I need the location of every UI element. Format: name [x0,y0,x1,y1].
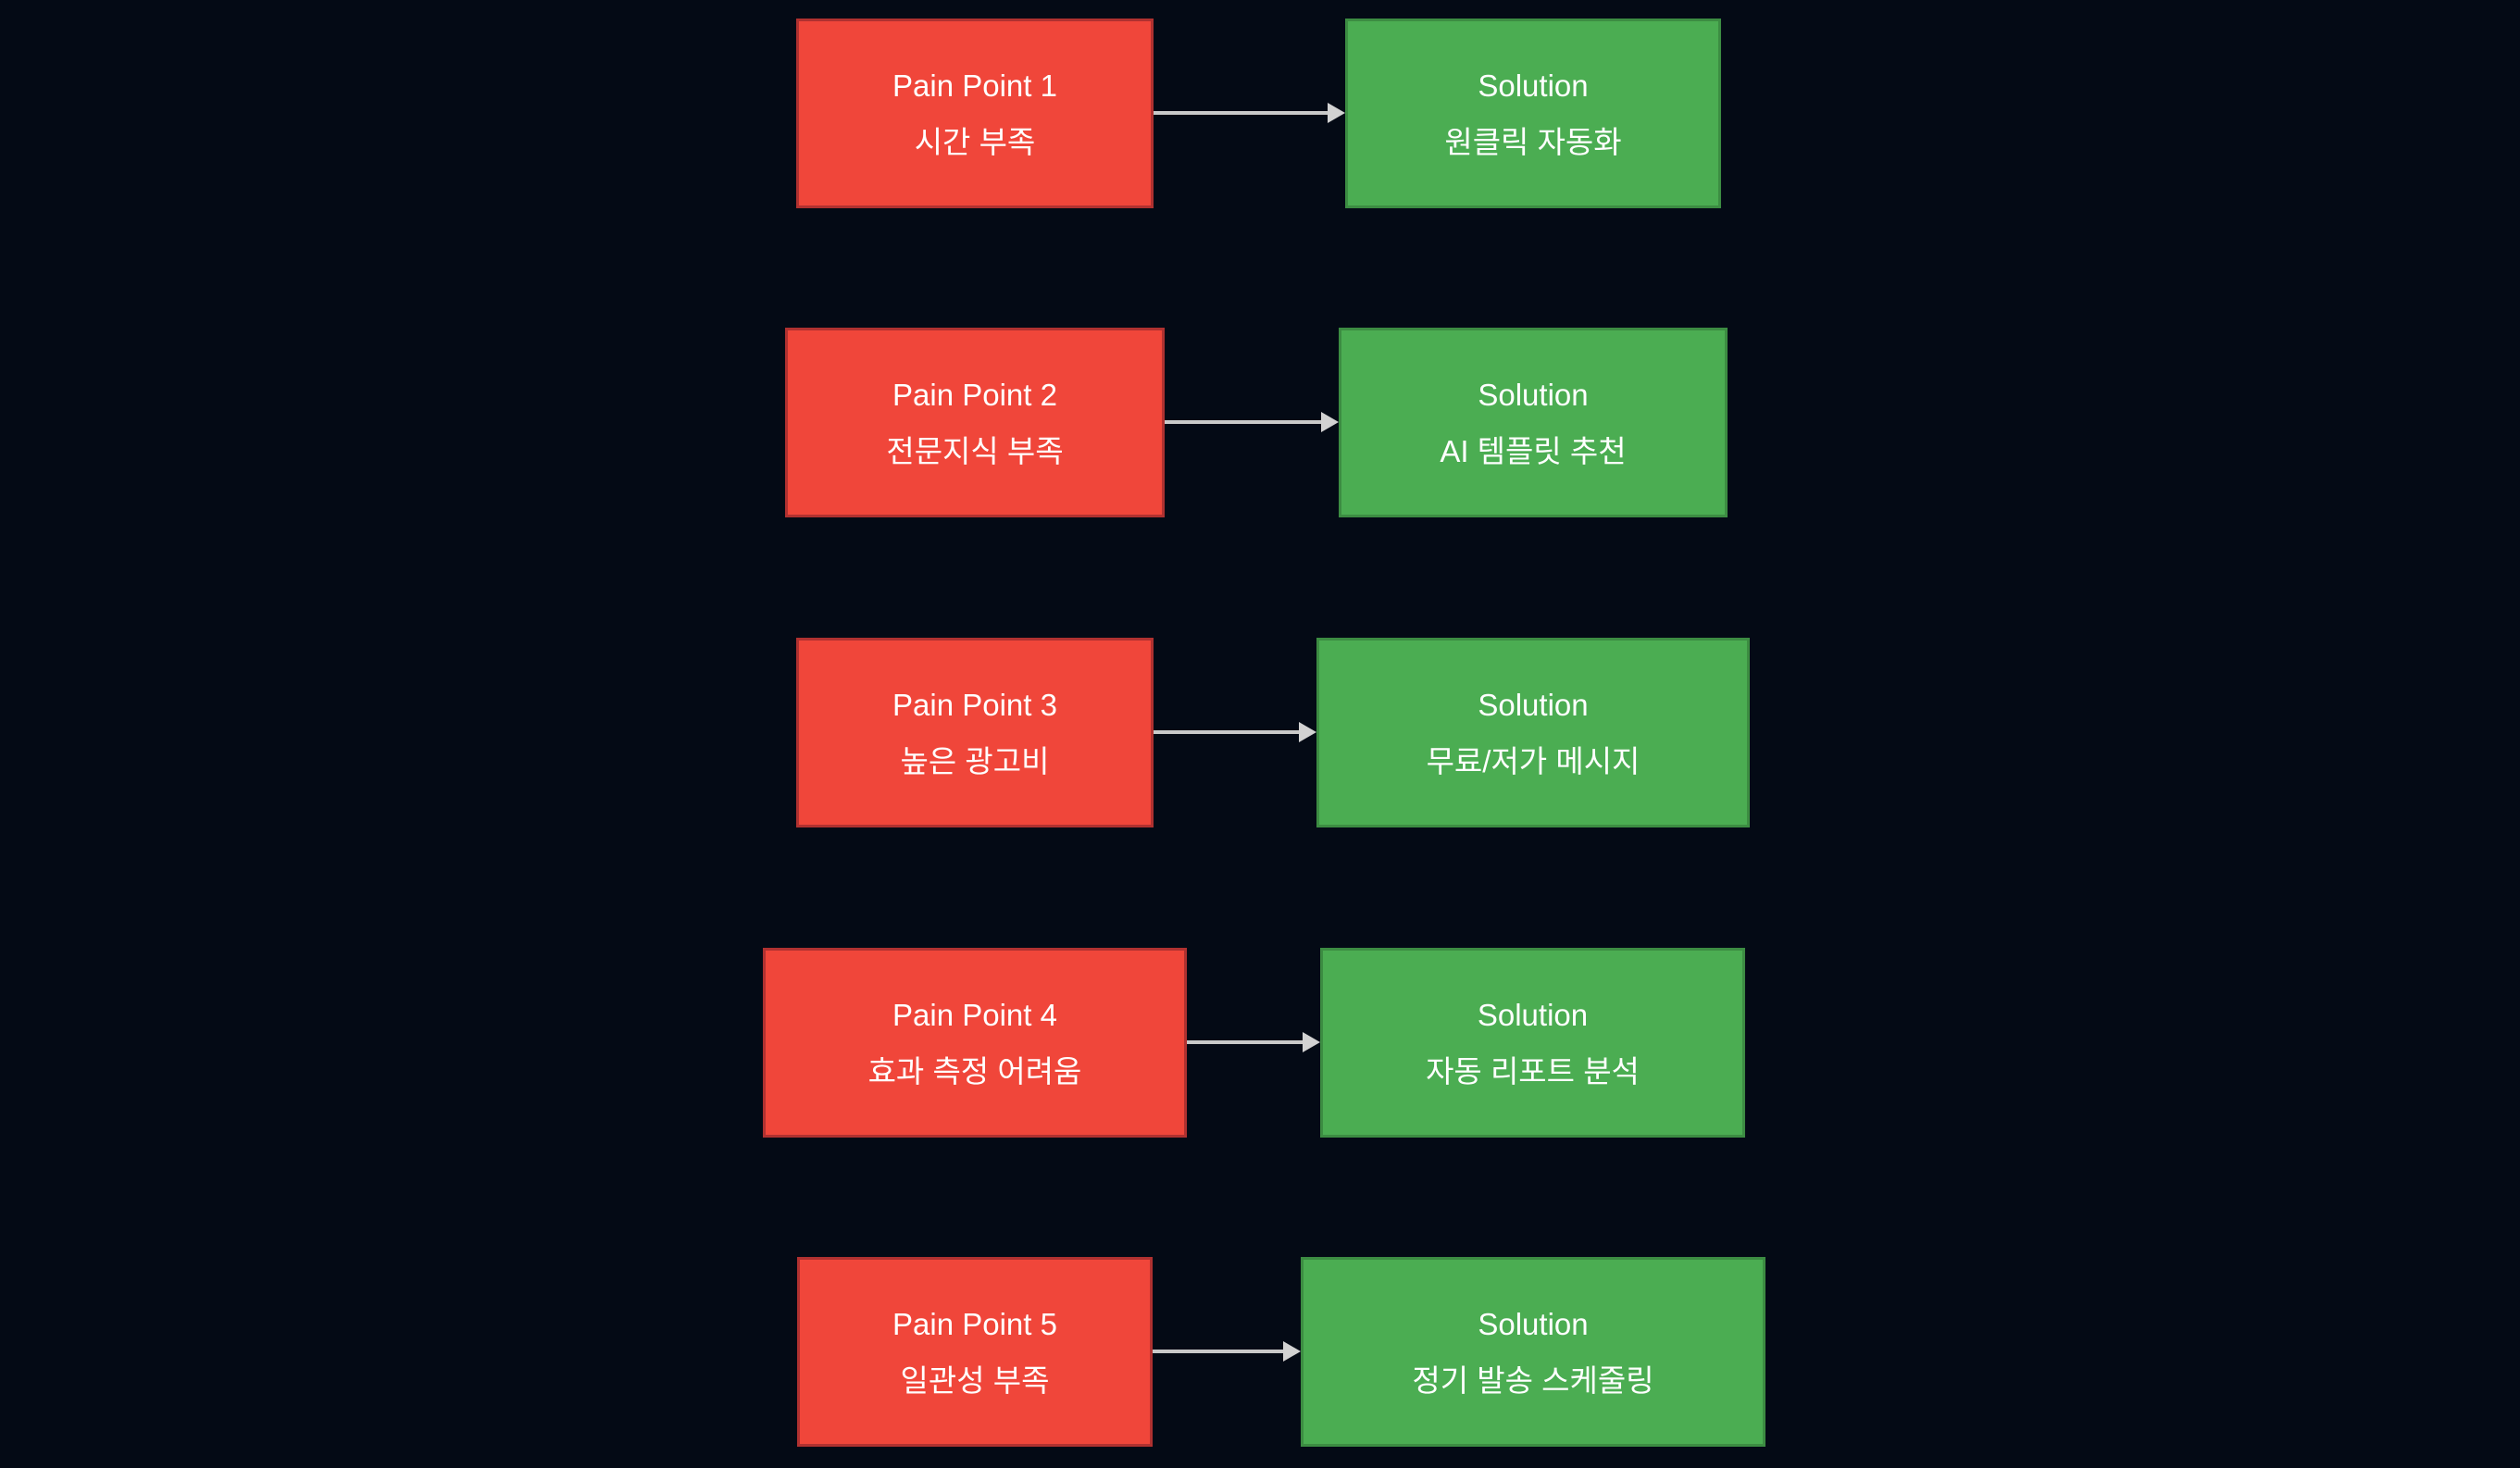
solution-4-node: Solution 자동 리포트 분석 [1320,948,1745,1138]
pain-point-4-node: Pain Point 4 효과 측정 어려움 [763,948,1187,1138]
pain-point-title: Pain Point 5 [892,1306,1057,1341]
arrow-line [1187,1040,1304,1044]
pain-point-subtitle: 일관성 부족 [900,1362,1050,1398]
solution-subtitle: 원클릭 자동화 [1444,124,1622,159]
solution-title: Solution [1477,997,1589,1032]
arrow-line [1153,1350,1285,1353]
arrow-line [1165,420,1323,424]
pain-point-subtitle: 높은 광고비 [900,743,1050,778]
solution-subtitle: 정기 발송 스케줄링 [1412,1362,1654,1398]
solution-subtitle: 자동 리포트 분석 [1426,1053,1640,1089]
diagram-row: Pain Point 3 높은 광고비 Solution 무료/저가 메시지 [0,638,2520,827]
solution-subtitle: AI 템플릿 추천 [1440,433,1627,468]
pain-point-3-node: Pain Point 3 높은 광고비 [796,638,1154,827]
flow-arrow [1153,1341,1301,1362]
pain-point-5-node: Pain Point 5 일관성 부족 [797,1257,1153,1447]
diagram-row: Pain Point 4 효과 측정 어려움 Solution 자동 리포트 분… [0,948,2520,1138]
flow-arrow [1187,1032,1320,1052]
solution-2-node: Solution AI 템플릿 추천 [1339,328,1728,517]
pain-point-title: Pain Point 4 [892,997,1057,1032]
diagram-row: Pain Point 1 시간 부족 Solution 원클릭 자동화 [0,19,2520,208]
solution-3-node: Solution 무료/저가 메시지 [1316,638,1750,827]
pain-point-1-node: Pain Point 1 시간 부족 [796,19,1154,208]
pain-point-subtitle: 전문지식 부족 [886,433,1064,468]
solution-title: Solution [1478,68,1589,103]
arrow-line [1154,111,1329,115]
arrow-line [1154,730,1301,734]
pain-point-subtitle: 효과 측정 어려움 [867,1053,1082,1089]
arrowhead-icon [1299,722,1316,742]
arrowhead-icon [1328,103,1345,123]
solution-5-node: Solution 정기 발송 스케줄링 [1301,1257,1765,1447]
diagram-row: Pain Point 5 일관성 부족 Solution 정기 발송 스케줄링 [0,1257,2520,1447]
pain-point-title: Pain Point 3 [892,687,1057,722]
pain-point-title: Pain Point 1 [892,68,1057,103]
diagram-row: Pain Point 2 전문지식 부족 Solution AI 템플릿 추천 [0,328,2520,517]
solution-subtitle: 무료/저가 메시지 [1426,743,1640,778]
arrowhead-icon [1283,1341,1301,1362]
arrowhead-icon [1321,412,1339,432]
flow-arrow [1154,103,1345,123]
solution-title: Solution [1478,687,1589,722]
pain-point-2-node: Pain Point 2 전문지식 부족 [785,328,1165,517]
flow-arrow [1165,412,1339,432]
solution-title: Solution [1478,377,1589,412]
pain-point-title: Pain Point 2 [892,377,1057,412]
solution-title: Solution [1478,1306,1589,1341]
arrowhead-icon [1303,1032,1320,1052]
pain-point-subtitle: 시간 부족 [914,124,1036,159]
flow-arrow [1154,722,1316,742]
solution-1-node: Solution 원클릭 자동화 [1345,19,1721,208]
